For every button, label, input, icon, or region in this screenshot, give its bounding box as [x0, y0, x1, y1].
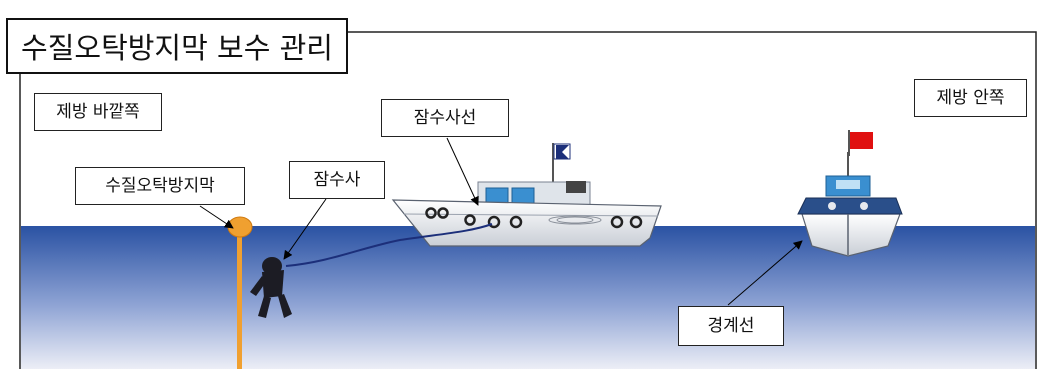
diver-figure: [250, 257, 292, 318]
dive-boat-illustration: [391, 143, 662, 247]
guard-boat-illustration: [797, 130, 903, 257]
dive-boat-hull: [391, 199, 662, 247]
dive-boat-funnel: [566, 181, 586, 193]
dive-boat-rope-coil: [548, 215, 602, 225]
pointer-diver: [283, 198, 327, 260]
diver-hose: [285, 223, 493, 267]
pointer-guard-boat: [727, 240, 803, 306]
guard-boat-light-right: [860, 202, 868, 210]
dive-boat-window-2: [511, 187, 535, 205]
label-barrier: 수질오탁방지막: [75, 167, 245, 205]
page-title: 수질오탁방지막 보수 관리: [6, 18, 348, 74]
guard-boat-flag: [850, 132, 873, 149]
pointer-dive-boat: [446, 137, 479, 206]
label-outside: 제방 바깥쪽: [34, 93, 162, 131]
label-dive-boat: 잠수사선: [381, 99, 509, 137]
dive-boat-portholes: [425, 207, 643, 229]
barrier-pole: [237, 232, 242, 369]
pointer-barrier: [199, 205, 234, 229]
label-guard-boat: 경계선: [678, 306, 784, 346]
label-diver: 잠수사: [289, 161, 385, 199]
label-inside: 제방 안쪽: [914, 79, 1027, 117]
guard-boat-window: [836, 180, 860, 189]
guard-boat-deck: [797, 197, 903, 215]
dive-boat-flag-mark: [556, 145, 569, 159]
guard-boat-light-left: [828, 202, 836, 210]
